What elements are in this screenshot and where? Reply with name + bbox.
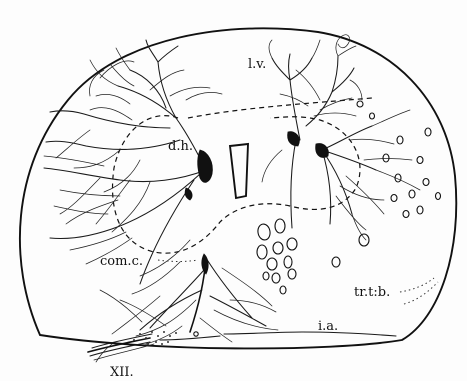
label-trtb: tr.t:b. bbox=[354, 285, 390, 300]
hypoglossal-root bbox=[88, 332, 396, 362]
label-lv: l.v. bbox=[248, 57, 266, 72]
trtb-leader-2 bbox=[404, 282, 438, 304]
label-ia: i.a. bbox=[318, 319, 338, 334]
comc-leader bbox=[158, 260, 198, 262]
ventral-rings bbox=[257, 219, 369, 294]
grey-matter-boundary bbox=[113, 116, 360, 254]
left-ventral-small-neuron bbox=[185, 188, 192, 200]
dorsal-dashed-line bbox=[188, 98, 372, 118]
right-lateral-ventricle-fibers bbox=[269, 35, 362, 140]
right-dorsal-neuron-a bbox=[288, 132, 300, 146]
label-xii: XII. bbox=[110, 365, 134, 380]
trtb-leader bbox=[400, 278, 434, 292]
central-canal bbox=[230, 144, 248, 198]
label-dh: d.h. bbox=[168, 139, 193, 154]
label-comc: com.c. bbox=[100, 254, 143, 269]
left-dorsal-neuron bbox=[198, 150, 213, 182]
right-dorsal-neuron-b bbox=[316, 144, 329, 158]
root-stipple bbox=[133, 331, 198, 345]
